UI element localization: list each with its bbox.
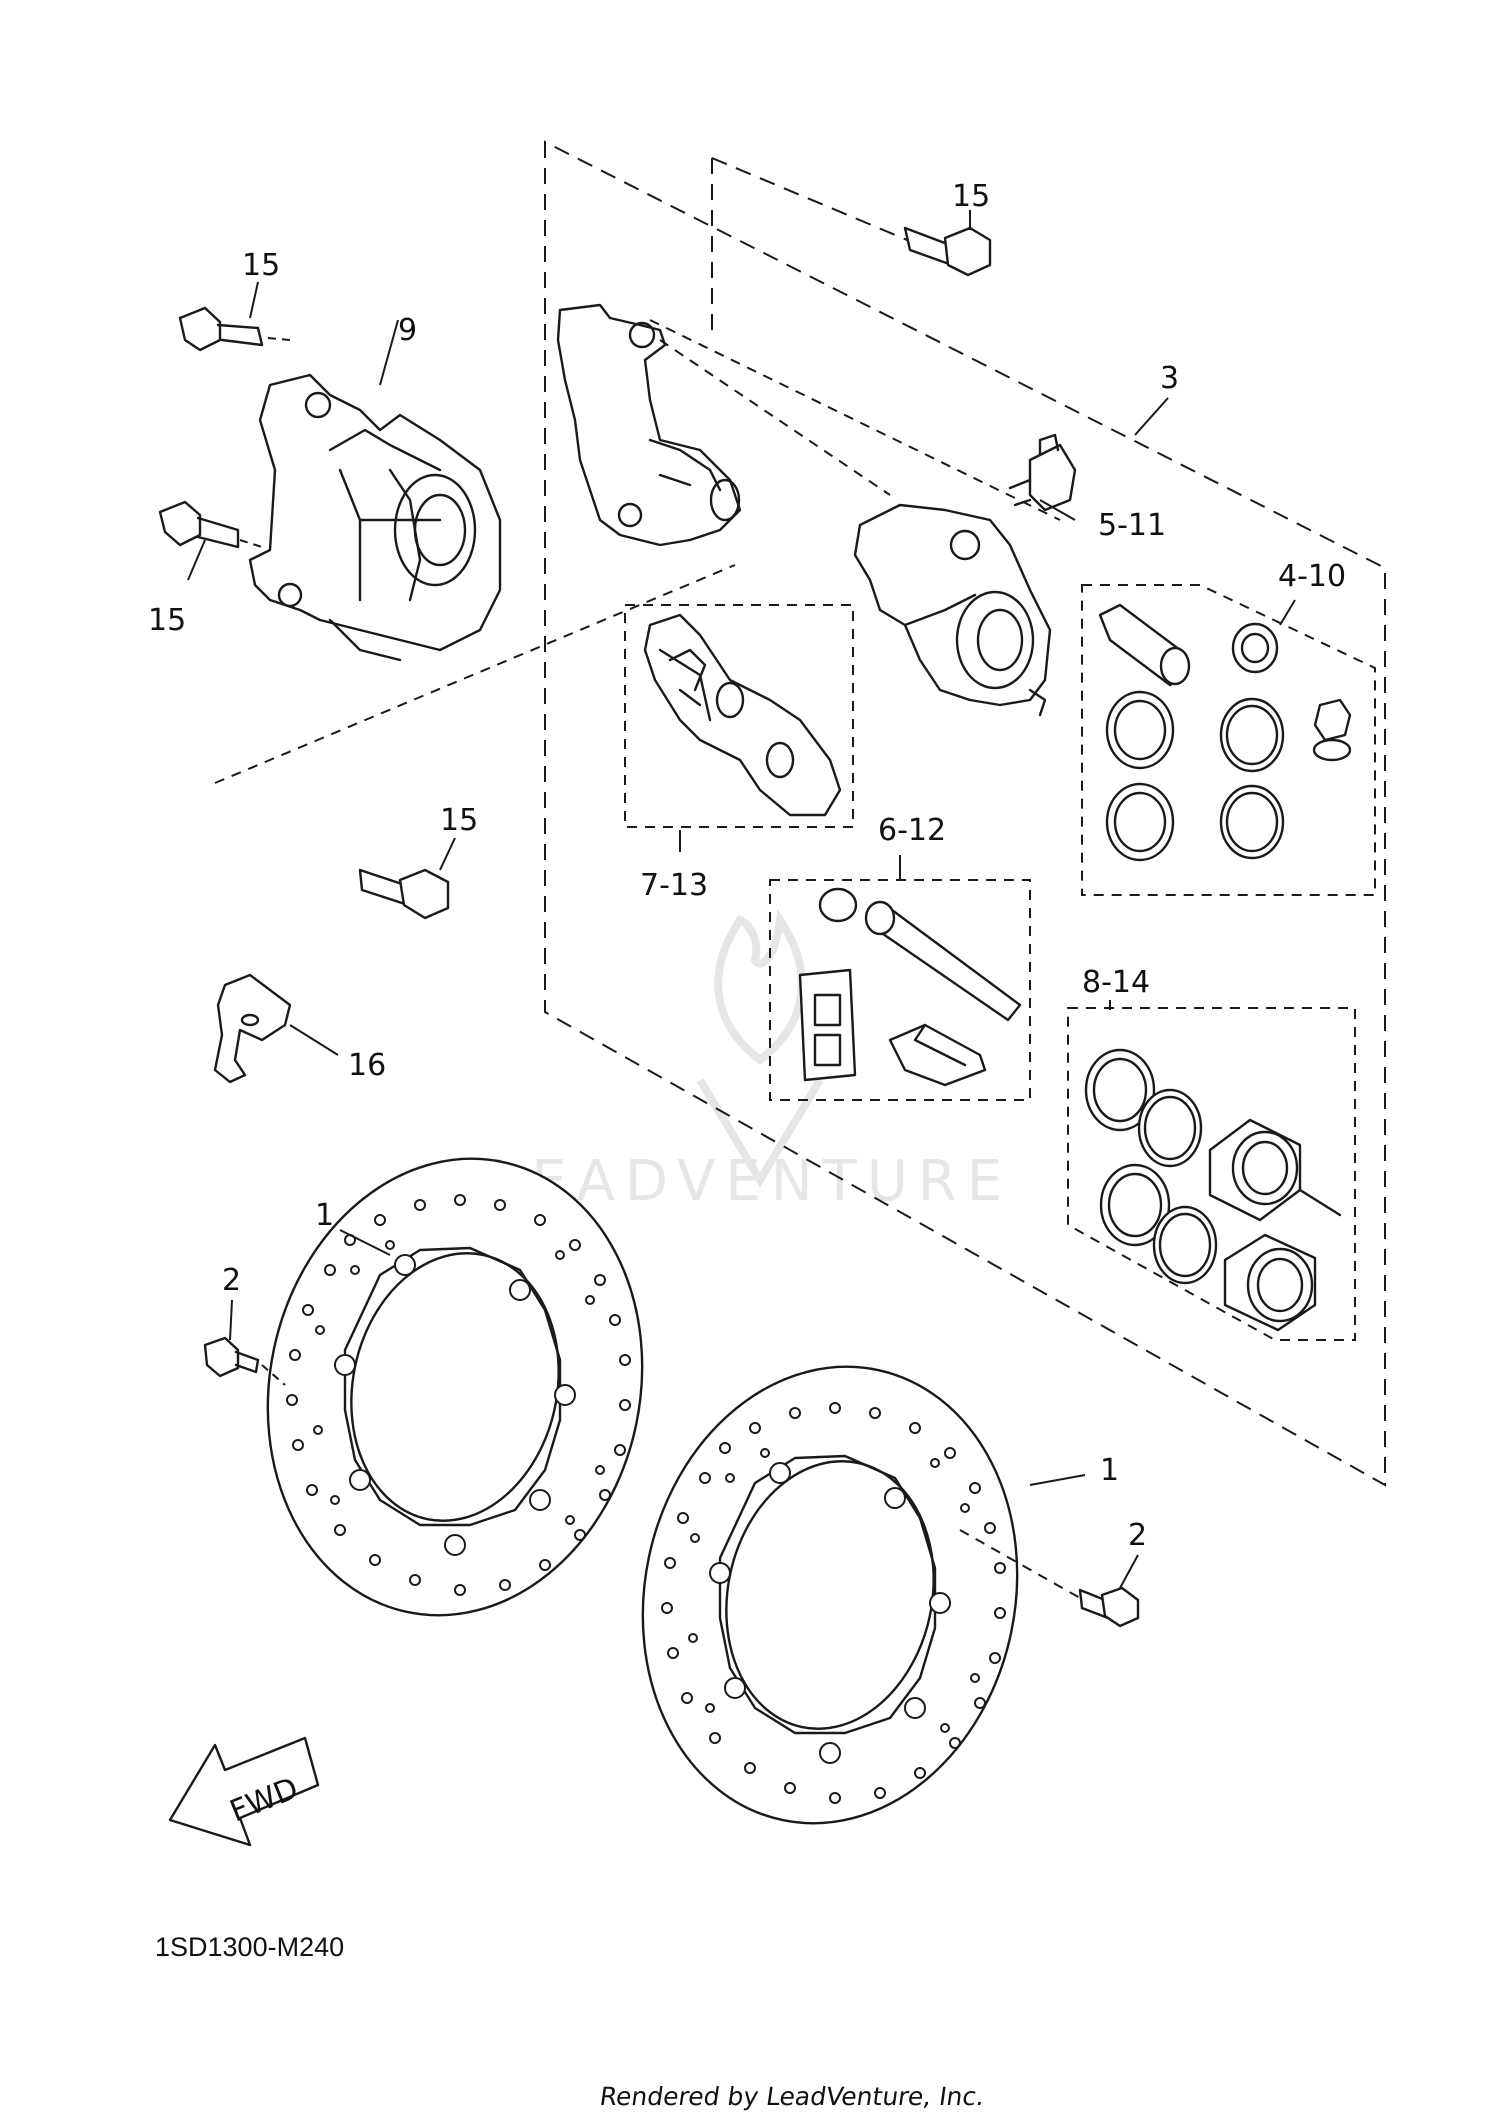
- watermark: LEADVENTURE: [490, 908, 1002, 1214]
- forward-arrow: FWD: [168, 1736, 320, 1847]
- guide-line-pad: [649, 319, 1061, 521]
- callout-15-left-bottom: 15: [148, 603, 186, 638]
- leader-lines: [187, 210, 1296, 1589]
- callout-15-left-top: 15: [242, 248, 280, 283]
- callout-2-left: 2: [222, 1263, 241, 1298]
- callout-15-mid: 15: [440, 803, 478, 838]
- watermark-flame-logo: [696, 908, 824, 1188]
- bolt-15-mid: [358, 868, 450, 920]
- pad-kit-box: [624, 604, 854, 828]
- piston-kit-box: [1067, 1007, 1356, 1341]
- callout-9: 9: [398, 313, 417, 348]
- seal-kit-box: [1081, 584, 1376, 896]
- caliper-assembly-outline: [544, 140, 1386, 1487]
- callout-2-right: 2: [1128, 1518, 1147, 1553]
- seal-kit-4-10: [1098, 603, 1352, 862]
- callout-3: 3: [1160, 361, 1179, 396]
- callout-1-right: 1: [1100, 1453, 1119, 1488]
- callout-7-13: 7-13: [640, 868, 708, 903]
- caliper-bracket: [556, 303, 742, 547]
- drawing-code: 1SD1300-M240: [155, 1932, 345, 1962]
- guide-line-left: [214, 564, 736, 784]
- brake-pads-7-13: [643, 613, 842, 817]
- callout-5-11: 5-11: [1098, 508, 1166, 543]
- callout-1-left: 1: [315, 1198, 334, 1233]
- piston-kit-8-14: [1084, 1048, 1342, 1332]
- clip-16: [213, 973, 292, 1084]
- bolt-15-left-top: [178, 306, 291, 352]
- brake-disc-left: [266, 1157, 644, 1617]
- callout-16: 16: [348, 1048, 386, 1083]
- bolt-15-top: [903, 226, 992, 277]
- callout-4-10: 4-10: [1278, 559, 1346, 594]
- pin-kit-6-12: [798, 887, 1022, 1087]
- caliper-9: [248, 373, 502, 662]
- render-credit: Rendered by LeadVenture, Inc.: [597, 2082, 987, 2111]
- caliper-body-3: [853, 503, 1052, 717]
- brake-disc-right: [641, 1365, 1019, 1825]
- callout-15-top: 15: [952, 179, 990, 214]
- disc-bolt-2-right: [959, 1529, 1140, 1628]
- callouts: 15 15 9 15 3 5-11 4-10 6-12 15 7-13 8-14…: [148, 179, 1346, 1553]
- disc-bolt-2-left: [203, 1336, 286, 1386]
- callout-8-14: 8-14: [1082, 965, 1150, 1000]
- bleeder-valve-5-11: [1008, 433, 1077, 512]
- bolt-15-left-bottom: [158, 500, 266, 549]
- callout-6-12: 6-12: [878, 813, 946, 848]
